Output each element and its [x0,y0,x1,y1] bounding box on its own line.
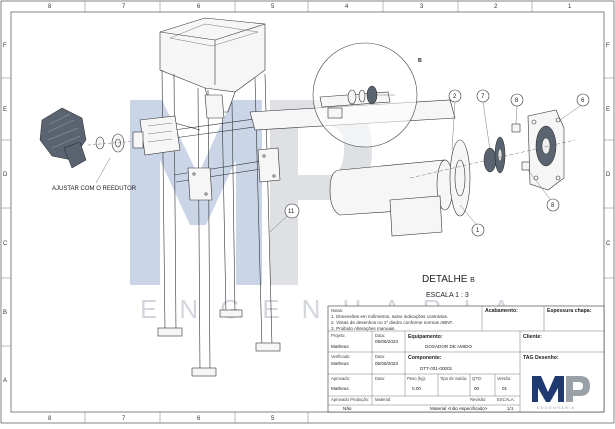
aprovado-producao-value: Não [343,406,352,411]
zone-label-row: A [3,378,7,384]
data-label-3: Data: [375,376,385,381]
page-value: 1/1 [507,406,514,411]
title-block [327,305,605,413]
inner-border [10,11,605,413]
componente-value: DTT-031-00001 [420,366,453,371]
acabamento-label: Acabamento: [485,308,518,314]
zone-label-row: B [3,310,7,316]
logo-subtitle: ENGENHARIA [537,405,575,410]
equipamento-label: Equipamento: [408,334,443,340]
versao-label: Versão: [497,376,511,381]
qtd-value: 00 [474,386,480,391]
notes-label: Notas: [331,308,343,313]
espessura-label: Espessura chapa: [547,308,592,314]
zone-label-col: 5 [271,4,275,10]
projeto-value: Matheus [331,344,349,349]
material-label: Material: [375,397,391,402]
zone-label-col: 4 [345,4,349,10]
zone-label-col: 8 [48,416,52,422]
zone-label-row: C [606,241,611,247]
note-line-2: 2. Vistas de desenhos no 1º diedro confo… [331,320,453,325]
data-value-1: 05/08/2023 [375,339,398,344]
balloon-6: 6 [581,98,585,104]
note-line-1: 1. Dimensões em milímetros, salvo indica… [331,314,448,319]
detail-title: DETALHE B [422,274,475,285]
column-zone-labels-top: 8 7 6 5 4 3 2 1 [48,4,572,10]
column-zone-labels-bottom: 8 7 6 5 [48,416,275,422]
zone-label-col: 6 [197,416,201,422]
aprovado-label: Aprovado: [331,376,350,381]
revisao-label: Revisão: [470,397,486,402]
zone-label-col: 7 [122,4,126,10]
note-line-3: 3. Proibido Alterações manuais. [331,326,396,331]
detail-scale: ESCALA 1 : 3 [426,292,469,299]
zone-label-col: 1 [568,4,572,10]
verificado-value: Matheus [331,361,349,366]
peso-label: Peso (kg): [407,376,426,381]
balloon-7: 7 [481,94,485,100]
zone-label-col: 3 [420,4,424,10]
componente-label: Componente: [408,355,442,361]
zone-label-col: 2 [494,4,498,10]
balloon-11: 11 [288,209,295,215]
tipo-saida-label: Tipo de Saída: [440,376,467,381]
zone-label-row: D [606,172,611,178]
data-value-2: 05/08/2023 [375,361,398,366]
zone-label-col: 8 [48,4,52,10]
data-label-1: Data: [375,333,385,338]
zone-label-row: E [606,107,610,113]
zone-label-col: 5 [271,416,275,422]
material-value: Material <não especificado> [430,406,488,411]
aprovado-value: Matheus [331,386,349,391]
detail-b-view [329,109,576,237]
zone-label-row: E [3,107,7,113]
motor-reducer [39,107,181,169]
equipamento-value: DOSADOR DE AMIDO [425,344,472,349]
data-label-2: Data: [375,354,385,359]
company-logo: ENGENHARIA [532,376,590,410]
qtd-label: QTD: [472,376,482,381]
zone-label-row: F [3,43,7,49]
zone-label-row: D [3,172,8,178]
balloon-1: 1 [476,228,480,234]
balloon-8-bottom: 8 [551,203,555,209]
row-zone-labels-right: F E D C [606,43,611,247]
cliente-label: Cliente: [523,334,542,340]
escala-label: ESCALA: [497,397,515,402]
verificado-label: Verificado: [331,354,351,359]
versao-value: 01 [502,386,508,391]
balloons: 2 7 8 6 8 1 11 [269,89,590,237]
zone-label-row: F [606,43,610,49]
aprovado-producao-label: Aprovado Produção: [331,397,369,402]
note-leader [95,157,111,184]
row-zone-labels-left: F E D C B A [3,43,8,384]
detail-circle-b [312,42,418,148]
projeto-label: Projeto: [331,333,345,338]
adjust-reducer-note: AJUSTAR COM O REEDUTOR [52,186,137,192]
zone-label-row: C [3,241,8,247]
detail-bubble-label: B [418,58,422,64]
zone-label-col: 6 [197,4,201,10]
tag-desenho-label: TAG Desenho: [523,355,559,361]
zone-label-col: 7 [122,416,126,422]
balloon-8-top: 8 [515,98,519,104]
balloon-2: 2 [453,94,457,100]
peso-value: 0.00 [412,386,421,391]
